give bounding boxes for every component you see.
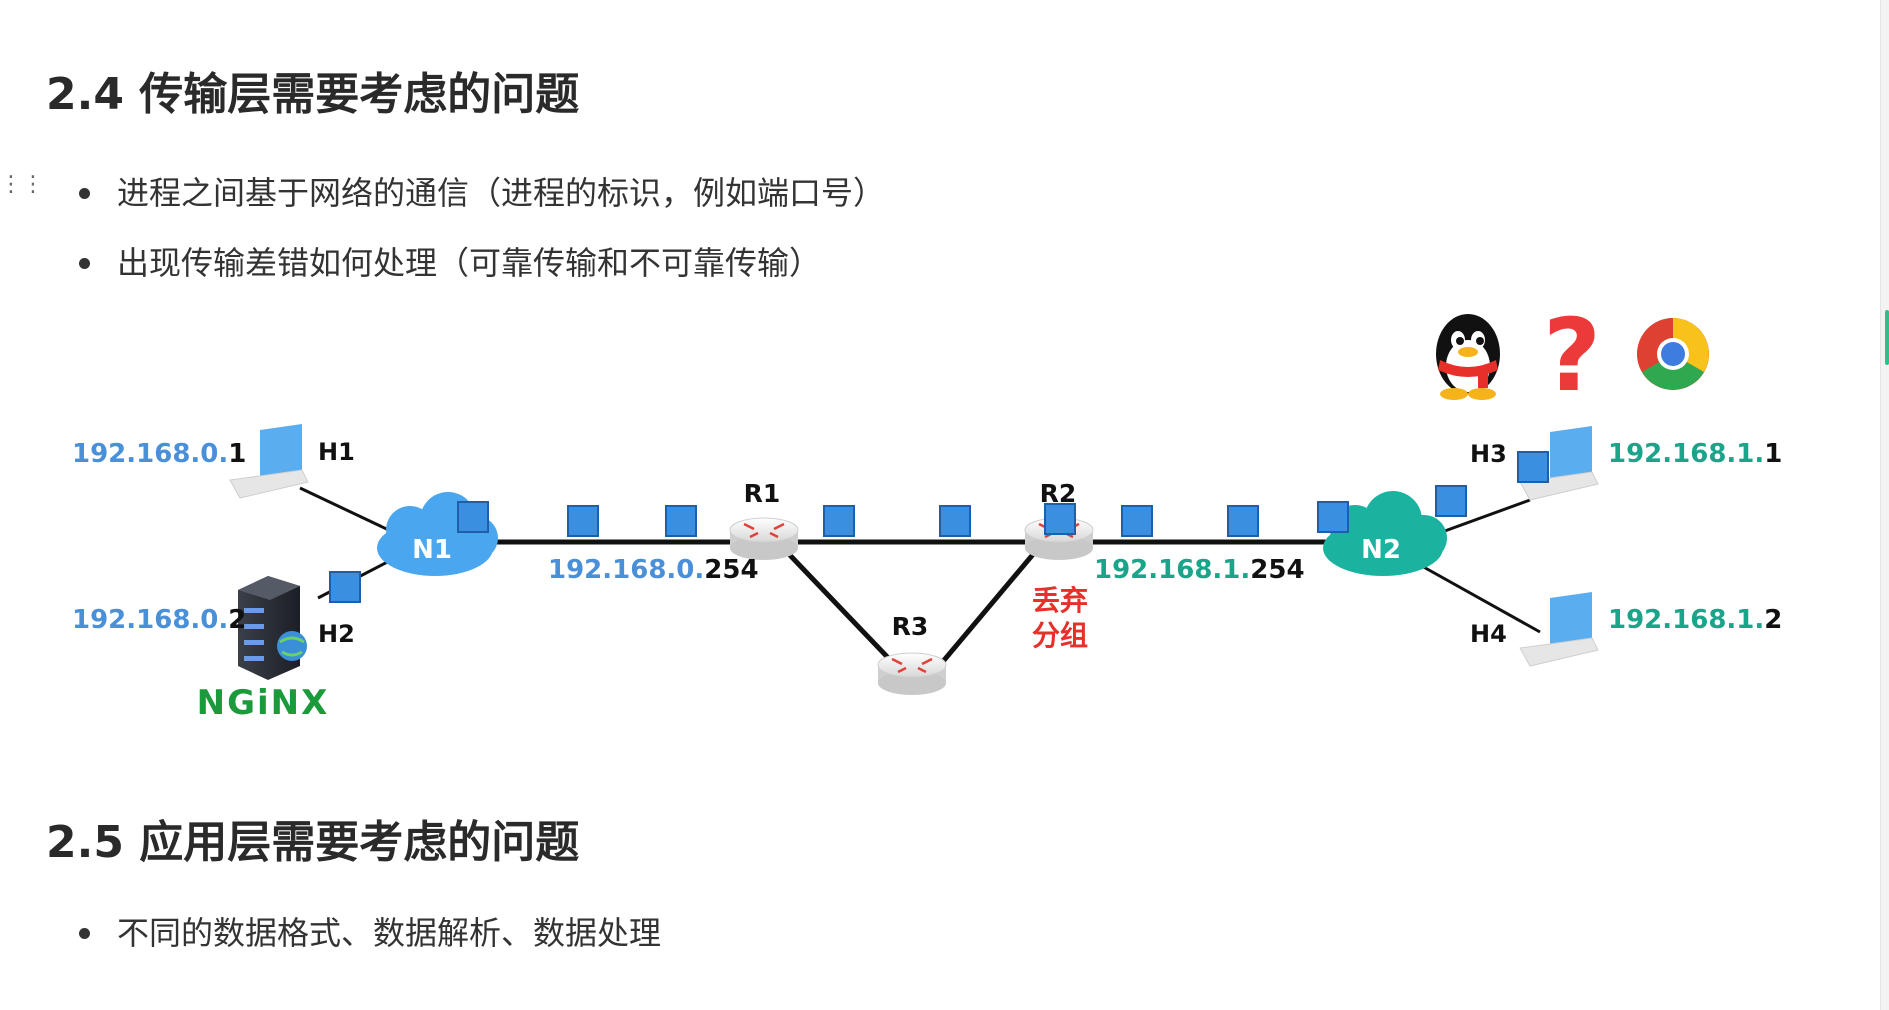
packet [457,501,489,533]
drop-packet-note-line1: 丢弃 [1032,584,1088,617]
packet [567,505,599,537]
question-mark-icon: ? [1543,297,1601,414]
host-label-h2: H2 [318,620,355,648]
packet [939,505,971,537]
heading-transport-layer: 2.4 传输层需要考虑的问题 [46,69,580,120]
nginx-logo: NGiNX [197,683,330,723]
ip-label-h2: 192.168.0.2 [72,605,246,635]
router-r1 [729,517,799,560]
server-h2-icon [238,576,307,680]
scrollbar-track[interactable] [1880,0,1889,1010]
host-label-h1: H1 [318,438,355,466]
scrollbar-thumb[interactable] [1885,310,1889,365]
router-label-r1: R1 [744,479,781,508]
packet [1044,503,1076,535]
router-label-r3: R3 [892,612,929,641]
bullet-item: 进程之间基于网络的通信（进程的标识，例如端口号） [75,158,885,228]
link-n2-h4 [1419,563,1541,634]
packet [823,505,855,537]
drop-packet-note-line2: 分组 [1032,619,1088,652]
link-r1-r3 [783,548,897,667]
packet [665,505,697,537]
link-h1-n1 [299,486,396,535]
laptop-h4-icon [1519,592,1599,667]
ip-label-h1: 192.168.0.1 [72,439,246,469]
heading-application-layer: 2.5 应用层需要考虑的问题 [46,817,580,868]
packet [1317,501,1349,533]
host-label-h3: H3 [1470,440,1507,468]
packet [1121,505,1153,537]
host-label-h4: H4 [1470,620,1507,648]
network-cloud-n2: N2 [1323,491,1447,576]
ip-label-h4: 192.168.1.2 [1608,605,1782,635]
application-layer-bullets: 不同的数据格式、数据解析、数据处理 [75,898,661,968]
qq-penguin-icon [1436,314,1500,400]
network-label-n2: N2 [1361,535,1401,565]
packets [329,451,1549,603]
drag-handle-icon[interactable]: ⋮⋮ [0,172,44,197]
transport-layer-bullets: 进程之间基于网络的通信（进程的标识，例如端口号） 出现传输差错如何处理（可靠传输… [75,158,885,298]
links [470,539,1350,667]
laptop-h1-icon [229,424,309,499]
network-label-n1: N1 [412,535,452,565]
ip-label-r1: 192.168.0.254 [548,555,759,585]
svg-text:?: ? [1543,297,1601,414]
chrome-icon [1637,318,1709,390]
bullet-item: 出现传输差错如何处理（可靠传输和不可靠传输） [75,228,885,298]
packet [1517,451,1549,483]
packet [329,571,361,603]
bullet-item: 不同的数据格式、数据解析、数据处理 [75,898,661,968]
laptop-h3-icon [1519,426,1599,501]
ip-label-h3: 192.168.1.1 [1608,439,1782,469]
packet [1227,505,1259,537]
ip-label-r2: 192.168.1.254 [1094,555,1305,585]
link-r3-r2 [938,550,1037,667]
packet [1435,485,1467,517]
router-r3 [877,652,947,695]
network-diagram: N1 N2 R1 R2 R3 [72,297,1782,723]
